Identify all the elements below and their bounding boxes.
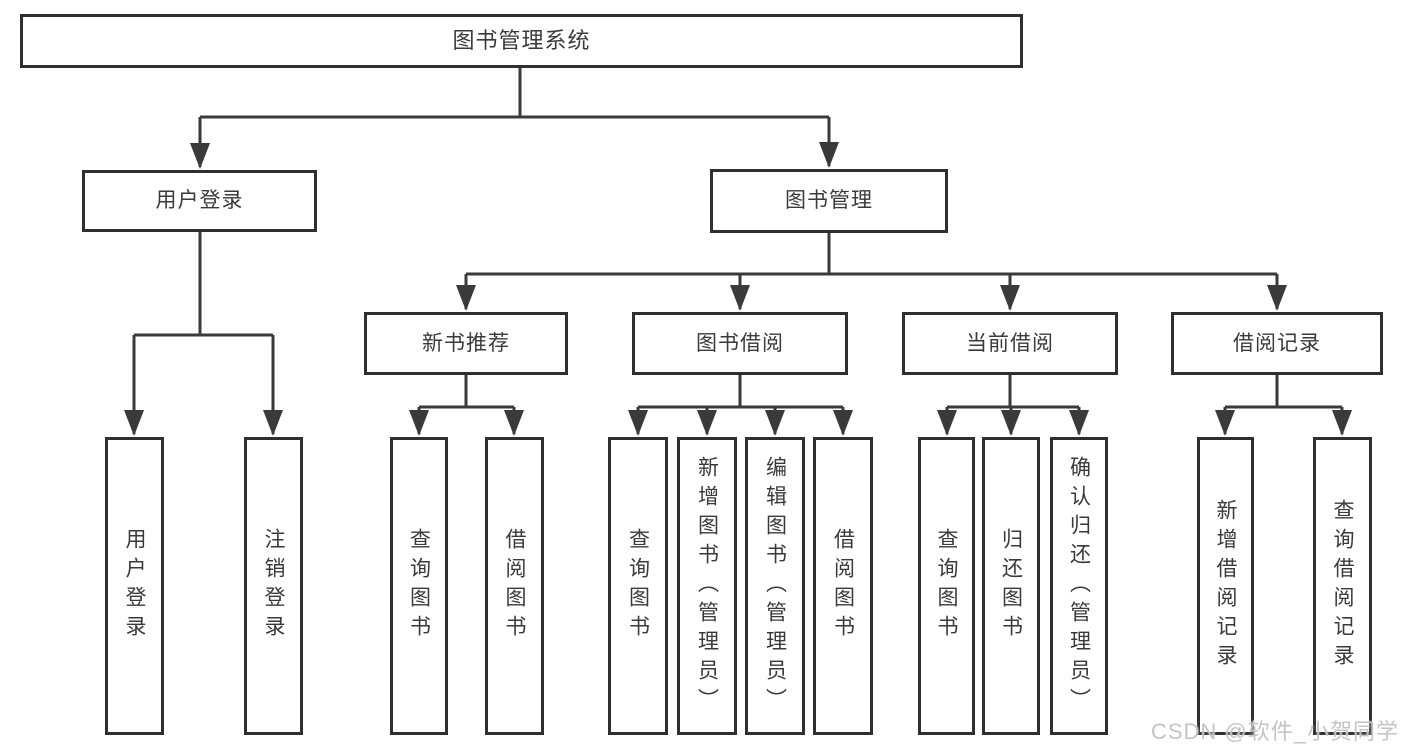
- node-root: 图书管理系统: [20, 14, 1023, 68]
- node-leaf-br-add-record: 新增借阅记录: [1197, 437, 1254, 735]
- connector-borrow-records-children: [1225, 375, 1342, 409]
- node-leaf-bb-borrow-book-label: 借阅图书: [831, 528, 855, 644]
- node-root-label: 图书管理系统: [452, 27, 591, 53]
- node-leaf-bb-add-book: 新增图书（管理员）: [677, 437, 737, 735]
- node-new-book-rec-label: 新书推荐: [422, 331, 510, 355]
- node-leaf-nb-borrow-book: 借阅图书: [485, 437, 544, 735]
- connector-user-login-children: [134, 232, 273, 337]
- node-leaf-cb-confirm-return: 确认归还（管理员）: [1050, 437, 1108, 735]
- node-leaf-nb-borrow-book-label: 借阅图书: [503, 528, 526, 644]
- node-leaf-bb-query-book-label: 查询图书: [626, 528, 650, 644]
- node-leaf-user-login-label: 用户登录: [123, 528, 146, 644]
- node-leaf-cb-confirm-return-label: 确认归还（管理员）: [1067, 455, 1091, 717]
- node-leaf-br-query-record-label: 查询借阅记录: [1331, 499, 1354, 673]
- connector-book-mgmt-children: [466, 233, 1277, 276]
- node-leaf-cb-query-book-label: 查询图书: [935, 528, 958, 644]
- arrow-drops: [124, 117, 1352, 436]
- node-borrow-records: 借阅记录: [1171, 312, 1383, 375]
- node-leaf-bb-borrow-book: 借阅图书: [813, 437, 873, 735]
- connector-book-borrow-children: [638, 375, 843, 409]
- node-leaf-bb-add-book-label: 新增图书（管理员）: [695, 455, 719, 717]
- node-book-mgmt-label: 图书管理: [785, 189, 873, 213]
- connector-new-book-rec-children: [419, 375, 514, 409]
- node-leaf-br-query-record: 查询借阅记录: [1313, 437, 1372, 735]
- node-borrow-records-label: 借阅记录: [1233, 331, 1321, 355]
- connector-root-to-level2: [200, 68, 829, 119]
- node-leaf-bb-edit-book: 编辑图书（管理员）: [745, 437, 805, 735]
- node-new-book-rec: 新书推荐: [364, 312, 568, 375]
- node-book-borrow: 图书借阅: [632, 312, 848, 375]
- node-book-borrow-label: 图书借阅: [696, 331, 784, 355]
- node-book-mgmt: 图书管理: [710, 169, 948, 233]
- node-leaf-nb-query-book: 查询图书: [390, 437, 448, 735]
- node-user-login: 用户登录: [82, 170, 317, 232]
- connector-current-borrow-children: [947, 375, 1079, 409]
- node-current-borrow-label: 当前借阅: [966, 331, 1054, 355]
- node-leaf-br-add-record-label: 新增借阅记录: [1214, 499, 1237, 673]
- node-leaf-bb-edit-book-label: 编辑图书（管理员）: [763, 455, 787, 717]
- node-leaf-user-login: 用户登录: [105, 437, 164, 735]
- node-leaf-cb-query-book: 查询图书: [918, 437, 975, 735]
- node-leaf-cb-return-book-label: 归还图书: [999, 528, 1023, 644]
- node-leaf-logout: 注销登录: [244, 437, 303, 735]
- node-user-login-label: 用户登录: [155, 189, 244, 213]
- node-leaf-bb-query-book: 查询图书: [608, 437, 668, 735]
- node-current-borrow: 当前借阅: [902, 312, 1118, 375]
- csdn-watermark: CSDN @软件_小贺同学: [1150, 719, 1399, 744]
- node-leaf-cb-return-book: 归还图书: [982, 437, 1040, 735]
- node-leaf-nb-query-book-label: 查询图书: [407, 528, 431, 644]
- node-leaf-logout-label: 注销登录: [262, 528, 285, 644]
